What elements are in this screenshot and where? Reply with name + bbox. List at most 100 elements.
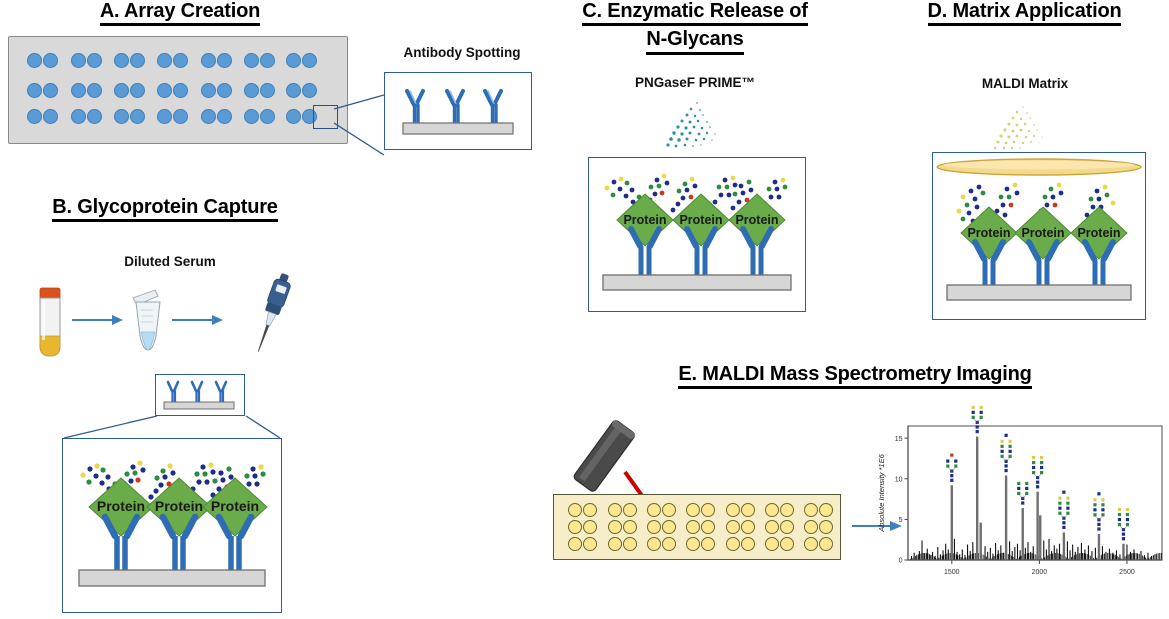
laser-icon: [573, 420, 650, 506]
maldi-spot: [568, 520, 582, 534]
y-tick-label: 5: [899, 517, 903, 524]
glycan-node: [1040, 455, 1044, 460]
panel-c-enzymatic-release: C. Enzymatic Release of N-Glycans PNGase…: [540, 0, 850, 330]
glycan-node: [1062, 521, 1066, 525]
array-spot: [201, 53, 216, 68]
glycan-node: [1058, 511, 1062, 515]
glycan-node: [1101, 508, 1105, 512]
glycan-node: [979, 405, 983, 409]
array-spot: [173, 109, 188, 124]
microcentrifuge-tube-icon: [132, 289, 161, 351]
maldi-spot: [608, 520, 622, 534]
glycan-node: [975, 429, 979, 434]
glycan-node: [1117, 522, 1122, 527]
glycan-node: [1017, 481, 1021, 486]
maldi-matrix-spray-icon: [993, 105, 1043, 150]
array-spot: [244, 83, 259, 98]
glycan-node: [950, 478, 954, 482]
released-glycans: [1038, 182, 1064, 218]
panel-e-title: E. MALDI Mass Spectrometry Imaging: [620, 363, 1090, 390]
y-axis-label: Absolute Intensity *1E6: [877, 453, 886, 532]
maldi-spot: [686, 503, 700, 517]
glycan-node: [950, 474, 954, 478]
maldi-spot: [647, 537, 661, 551]
panel-b-glycoprotein-capture: B. Glycoprotein Capture Diluted Serum: [0, 196, 340, 619]
glycan-node: [1097, 522, 1101, 527]
maldi-spot: [780, 503, 794, 517]
maldi-spot: [583, 503, 597, 517]
glycan-node: [1097, 527, 1101, 531]
panel-b-title: B. Glycoprotein Capture: [10, 196, 320, 223]
array-spot: [201, 83, 216, 98]
maldi-spot: [765, 537, 779, 551]
protein-label: Protein: [679, 213, 722, 227]
glycan-node: [1097, 492, 1101, 496]
glycan-node: [1004, 433, 1008, 437]
glycan-node: [1117, 517, 1122, 522]
array-spot: [286, 83, 301, 98]
maldi-spot: [701, 503, 715, 517]
glycan-node: [1062, 490, 1066, 494]
glycan-structure: [186, 462, 216, 499]
glycan-node: [1117, 507, 1122, 512]
glycan-node: [1008, 454, 1012, 458]
array-spot: [114, 83, 129, 98]
panel-c-title-line2: N-Glycans: [646, 28, 744, 55]
protein-label: Protein: [1021, 226, 1064, 240]
enzymatic-release-graphic: Protein: [602, 173, 792, 291]
maldi-spot: [686, 537, 700, 551]
glycan-node: [1000, 444, 1004, 448]
glycan-node: [1058, 496, 1062, 500]
array-spot: [87, 83, 102, 98]
panel-a-title-text: A. Array Creation: [99, 0, 260, 27]
glycan-node: [1032, 470, 1036, 475]
antibody-protein-complex: Protein: [80, 460, 154, 570]
maldi-spot: [741, 503, 755, 517]
glycan-node: [1093, 498, 1097, 502]
glycan-node: [946, 464, 950, 468]
array-spot: [244, 53, 259, 68]
array-spot: [87, 53, 102, 68]
glycan-node: [1058, 501, 1062, 505]
maldi-spot: [726, 537, 740, 551]
glycan-node: [1058, 506, 1062, 510]
panel-d-title-text: D. Matrix Application: [927, 0, 1122, 27]
maldi-spot: [686, 520, 700, 534]
glycan-node: [1017, 491, 1021, 496]
maldi-spot: [623, 520, 637, 534]
glycan-node: [975, 420, 979, 424]
glycan-node: [979, 415, 983, 419]
glycan-node: [954, 459, 958, 463]
maldi-spot: [765, 503, 779, 517]
glycoprotein-capture-graphic: Protein: [78, 460, 268, 587]
maldi-spot: [804, 537, 818, 551]
glycan-structure: [730, 179, 754, 211]
maldi-spot: [701, 537, 715, 551]
antibody-icon: [483, 89, 503, 125]
antibody-protein-complex: Protein: [146, 462, 216, 570]
array-spot: [217, 83, 232, 98]
glycan-node: [950, 453, 954, 457]
capture-chip-graphic: [163, 380, 235, 410]
maldi-spot: [623, 503, 637, 517]
maldi-spot: [583, 537, 597, 551]
glycan-node: [1008, 439, 1012, 443]
array-spot: [114, 53, 129, 68]
protein-label: Protein: [97, 498, 145, 514]
diluted-serum-label: Diluted Serum: [124, 254, 216, 269]
y-tick-label: 15: [895, 436, 903, 443]
antibody-protein-complex: Protein: [1014, 206, 1072, 285]
maldi-spot: [780, 537, 794, 551]
glycan-node: [954, 464, 958, 468]
released-glycans: [994, 182, 1020, 218]
glycan-node: [1025, 486, 1029, 491]
array-spot: [157, 53, 172, 68]
antibody-spotting-label: Antibody Spotting: [403, 45, 521, 60]
maldi-spot: [819, 520, 833, 534]
matrix-application-graphic: Protein Protein Protein: [936, 158, 1142, 301]
protein-label: Protein: [211, 498, 259, 514]
array-spot: [130, 53, 145, 68]
glycan-node: [971, 405, 975, 409]
